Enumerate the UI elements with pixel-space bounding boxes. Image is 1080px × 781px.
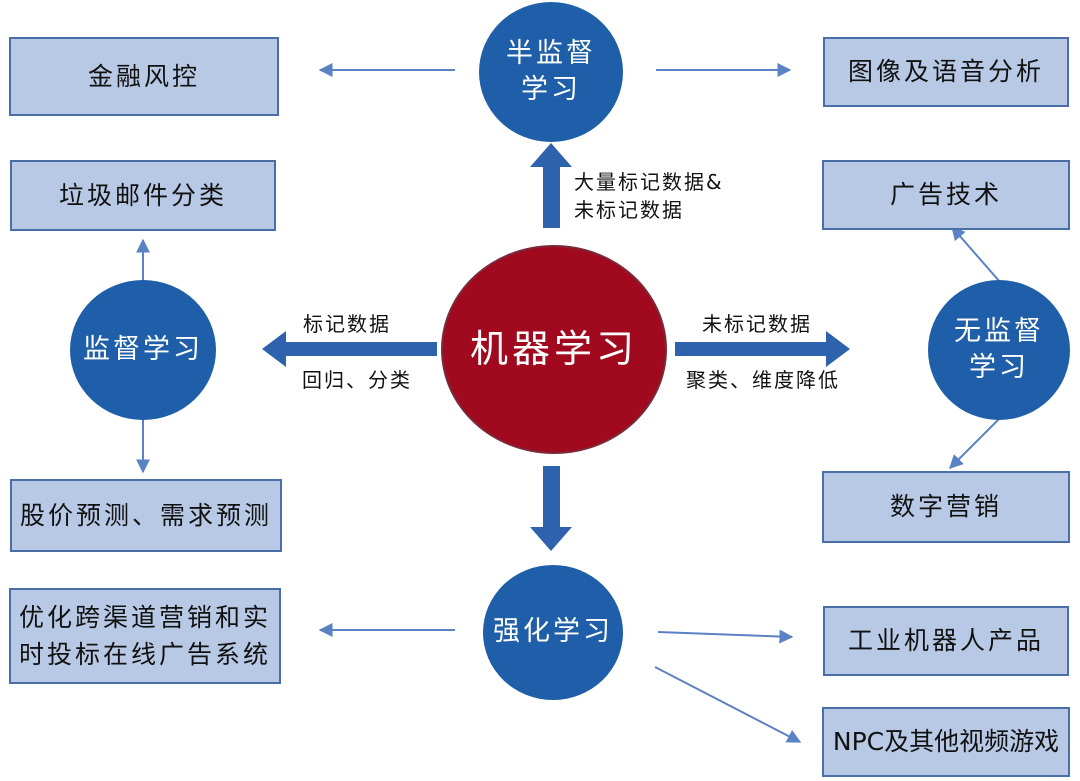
semi-edge-label-line2: 未标记数据 xyxy=(574,198,684,222)
semi-supervised-edge-label: 大量标记数据& 未标记数据 xyxy=(574,168,724,224)
unsupervised-edge-label-bottom: 聚类、维度降低 xyxy=(686,368,840,392)
semi-edge-label-line1: 大量标记数据& xyxy=(574,170,724,194)
arrow-to-unsupervised xyxy=(675,331,850,367)
unsupervised-label-line2: 学习 xyxy=(969,352,1029,383)
unsupervised-node: 无监督 学习 xyxy=(928,280,1070,420)
finance-risk-box: 金融风控 xyxy=(9,37,279,116)
cross-channel-box: 优化跨渠道营销和实 时投标在线广告系统 xyxy=(9,588,281,684)
unsupervised-label-line1: 无监督 xyxy=(954,315,1044,347)
machine-learning-label: 机器学习 xyxy=(469,326,638,371)
arrow-to-reinforcement xyxy=(530,466,572,551)
industrial-robot-box: 工业机器人产品 xyxy=(823,606,1069,676)
spam-box: 垃圾邮件分类 xyxy=(10,160,276,231)
image-voice-text: 图像及语音分析 xyxy=(847,57,1044,87)
ads-tech-text: 广告技术 xyxy=(889,180,1002,210)
spam-text: 垃圾邮件分类 xyxy=(58,180,227,210)
arrow-unsupervised-to-marketing xyxy=(949,417,1001,469)
cross-channel-text-line2: 时投标在线广告系统 xyxy=(18,640,271,669)
stock-demand-text: 股价预测、需求预测 xyxy=(19,500,272,530)
unsupervised-edge-label-top: 未标记数据 xyxy=(702,312,812,336)
supervised-edge-label-bottom: 回归、分类 xyxy=(302,368,412,392)
semi-supervised-label-line1: 半监督 xyxy=(506,37,596,69)
finance-risk-text: 金融风控 xyxy=(87,61,200,91)
digital-marketing-box: 数字营销 xyxy=(822,471,1070,543)
stock-demand-box: 股价预测、需求预测 xyxy=(10,479,282,552)
reinforcement-label: 强化学习 xyxy=(493,616,613,648)
machine-learning-node: 机器学习 xyxy=(441,245,667,454)
npc-games-text: NPC及其他视频游戏 xyxy=(832,727,1060,757)
arrow-to-supervised xyxy=(262,331,437,367)
digital-marketing-text: 数字营销 xyxy=(889,492,1002,522)
reinforcement-node: 强化学习 xyxy=(483,565,623,700)
semi-supervised-node: 半监督 学习 xyxy=(479,2,623,142)
cross-channel-text-line1: 优化跨渠道营销和实 xyxy=(18,602,271,632)
industrial-robot-text: 工业机器人产品 xyxy=(847,626,1044,656)
semi-supervised-label-line2: 学习 xyxy=(521,74,581,105)
image-voice-box: 图像及语音分析 xyxy=(823,37,1069,107)
npc-games-box: NPC及其他视频游戏 xyxy=(822,707,1070,777)
ads-tech-box: 广告技术 xyxy=(822,160,1070,230)
supervised-edge-label-top: 标记数据 xyxy=(303,312,391,336)
supervised-node: 监督学习 xyxy=(70,280,216,420)
arrow-reinforcement-to-npc xyxy=(654,666,802,743)
supervised-label: 监督学习 xyxy=(83,333,203,365)
arrow-to-semi-supervised xyxy=(530,143,572,228)
arrow-reinforcement-to-industrial xyxy=(657,629,794,644)
arrow-unsupervised-to-ads xyxy=(951,225,1001,283)
